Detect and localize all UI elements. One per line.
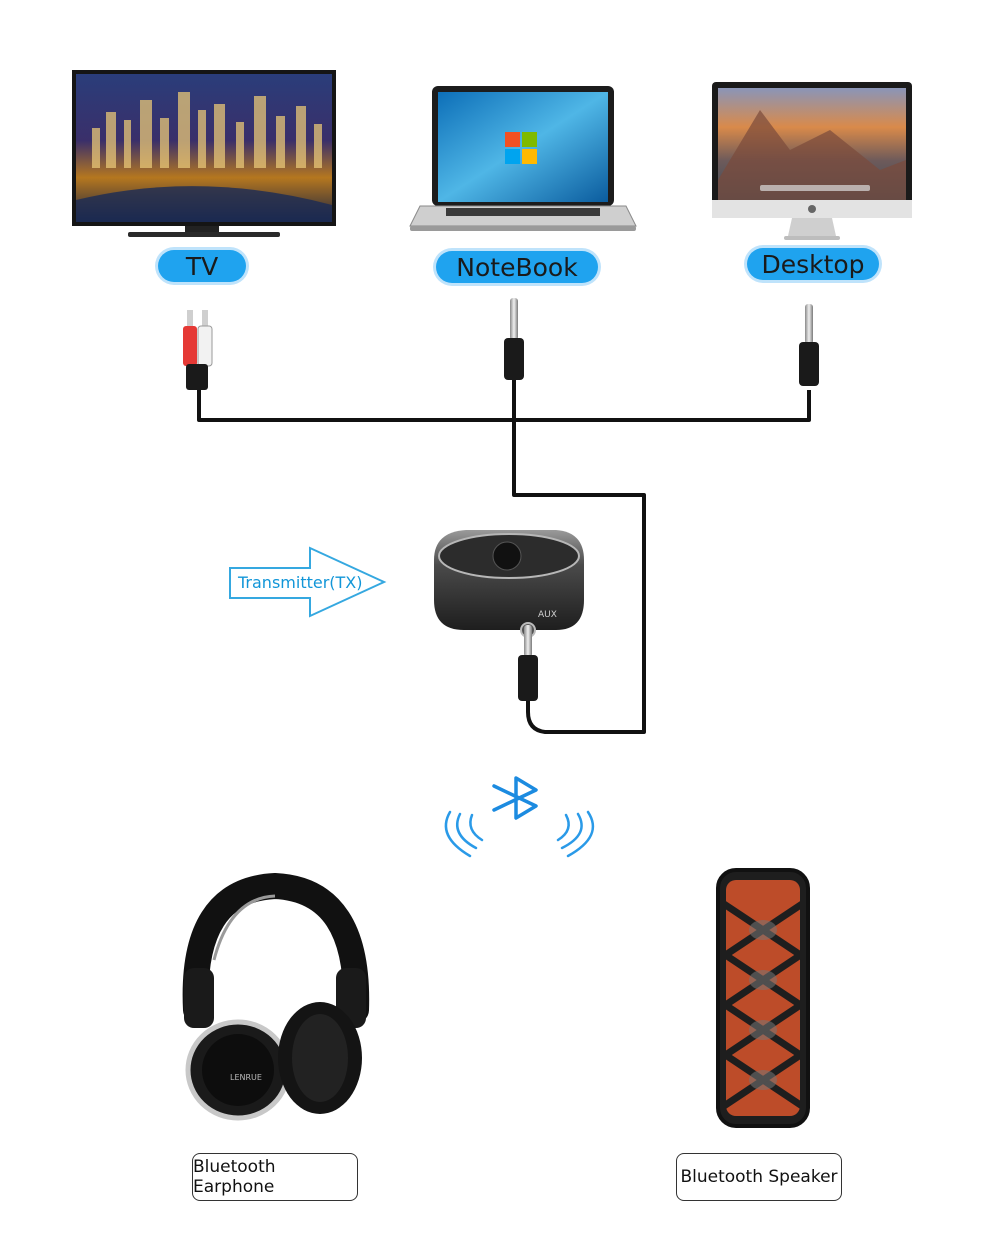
aux-plug-icon [504, 298, 524, 380]
aux-plug-icon [518, 625, 538, 701]
aux-port-label: AUX [538, 610, 557, 620]
desktop-image [712, 82, 912, 240]
speaker-image [716, 868, 810, 1128]
headphone-brand-label: LENRUE [230, 1073, 262, 1082]
tv-label: TV [158, 250, 246, 282]
aux-plug-icon [799, 304, 819, 386]
tv-image [72, 70, 336, 237]
speaker-label: Bluetooth Speaker [676, 1153, 842, 1201]
transmitter-arrow-icon [229, 546, 387, 618]
earphone-label: Bluetooth Earphone [192, 1153, 358, 1201]
bluetooth-icon [492, 776, 538, 820]
tv-label-text: TV [185, 251, 219, 281]
transmitter-label: Transmitter(TX) [238, 573, 363, 592]
desktop-label: Desktop [747, 248, 879, 280]
notebook-label: NoteBook [436, 251, 598, 283]
notebook-image [409, 86, 637, 231]
rca-plug-icon [183, 310, 213, 390]
notebook-label-text: NoteBook [456, 252, 578, 282]
cable-network [197, 380, 811, 734]
signal-waves-icon [444, 810, 594, 858]
headphone-image: LENRUE [182, 872, 370, 1121]
transmitter-device [434, 530, 584, 638]
desktop-label-text: Desktop [761, 249, 865, 279]
